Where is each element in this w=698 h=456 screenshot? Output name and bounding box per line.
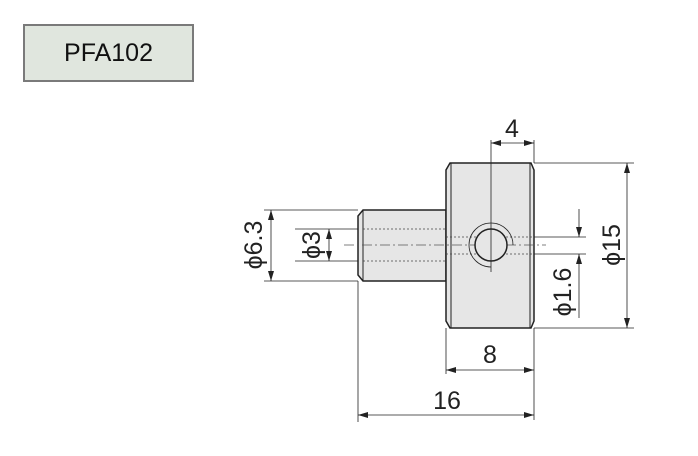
dim-cross-hole-diameter: ϕ1.6 <box>549 268 577 317</box>
dim-bore-diameter: ϕ3 <box>298 231 326 259</box>
dimension-labels: 4 ϕ15 ϕ1.6 ϕ6.3 ϕ3 8 16 <box>240 115 626 415</box>
dim-offset: 4 <box>505 115 519 143</box>
cross-hole <box>468 140 514 272</box>
shaft <box>357 209 447 282</box>
dim-shaft-diameter: ϕ6.3 <box>240 221 268 270</box>
part-label-text: PFA102 <box>64 38 153 67</box>
dimension-lines <box>264 140 634 422</box>
dim-outer-diameter: ϕ15 <box>598 224 626 266</box>
dim-total-length: 16 <box>433 387 461 415</box>
part-label: PFA102 <box>23 24 194 82</box>
dim-head-length: 8 <box>483 341 497 369</box>
